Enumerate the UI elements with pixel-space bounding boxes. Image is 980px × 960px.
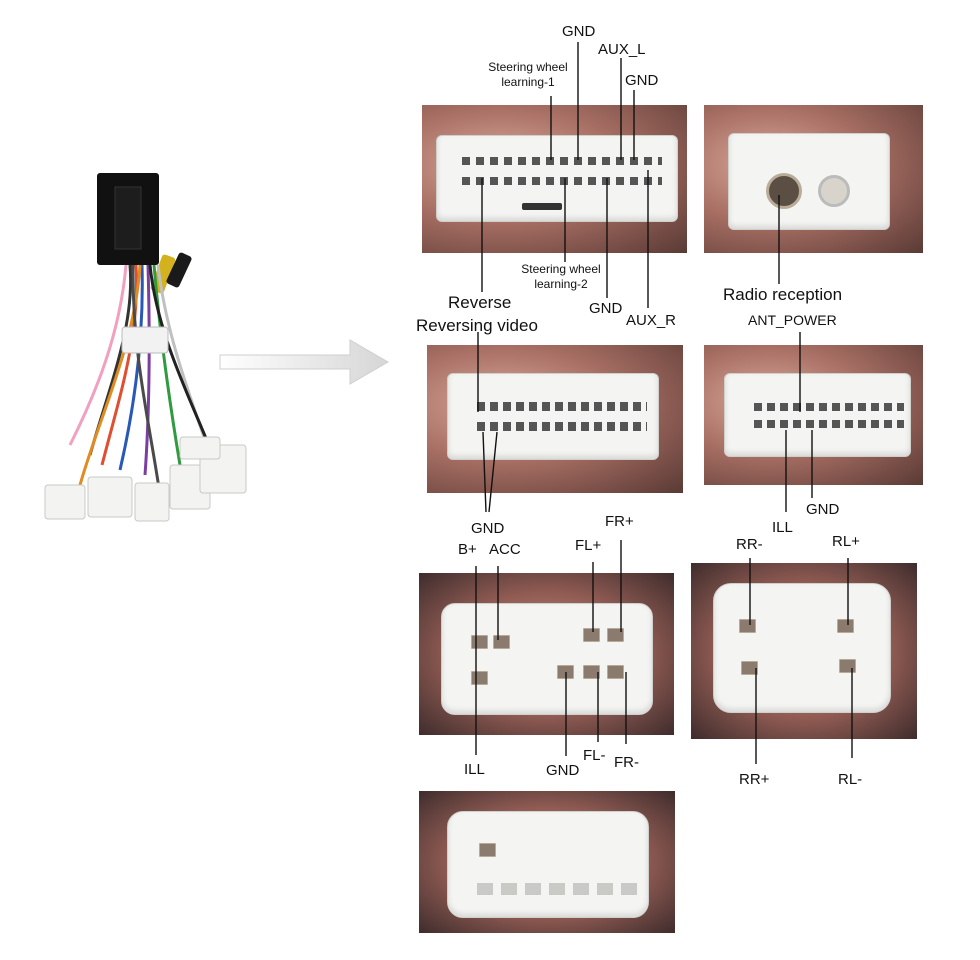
reverse-pin-row-upper — [477, 402, 647, 411]
label-steering-2: Steering wheel learning-2 — [511, 263, 611, 290]
label-rr-plus: RR+ — [739, 771, 770, 788]
label-steering-1: Steering wheel learning-1 — [478, 61, 578, 88]
label-radio-reception: Radio reception — [723, 285, 843, 304]
label-gnd-ant: GND — [806, 501, 840, 518]
wire-bundle — [68, 264, 222, 496]
connector-reverse — [447, 373, 659, 460]
label-steering-2-line1: Steering wheel — [521, 262, 601, 276]
pin-fr-minus — [607, 665, 624, 679]
pin-bottom-1 — [479, 843, 496, 857]
connector-ant — [724, 373, 911, 457]
connector-photo-reverse — [427, 345, 683, 493]
label-reversing-video: Reversing video — [416, 316, 538, 335]
pin-acc — [493, 635, 510, 649]
ant-pin-row-lower — [754, 420, 904, 428]
label-ant-power: ANT_POWER — [748, 312, 837, 328]
label-ill-speaker: ILL — [464, 761, 485, 778]
pin-rl-plus — [837, 619, 854, 633]
label-gnd-reverse: GND — [471, 520, 505, 537]
pin-row-upper — [462, 157, 662, 165]
pin-rr-minus — [739, 619, 756, 633]
harness-label-tag — [121, 326, 169, 354]
label-ill-ant: ILL — [772, 519, 793, 536]
label-aux-r: AUX_R — [626, 312, 677, 329]
ant-pin-row-upper — [754, 403, 904, 411]
harness-connectors — [44, 436, 247, 522]
connector-photo-radio — [704, 105, 923, 253]
label-gnd-top: GND — [562, 23, 596, 40]
harness-image — [40, 165, 250, 530]
label-fl-minus: FL- — [583, 747, 606, 764]
label-steering-1-line1: Steering wheel — [488, 60, 568, 74]
label-rl-minus: RL- — [838, 771, 863, 788]
harness-drawing — [44, 173, 247, 522]
pin-rr-plus — [741, 661, 758, 675]
connector-photo-speaker-rear — [691, 563, 917, 739]
connector-photo-bottom — [419, 791, 675, 933]
radio-socket-1 — [766, 173, 802, 209]
pin-b-plus — [471, 635, 488, 649]
connector-photo-main — [422, 105, 687, 253]
harness-module-face — [114, 186, 142, 250]
label-gnd-top-2: GND — [625, 72, 659, 89]
pin-fr-plus — [607, 628, 624, 642]
label-fr-plus: FR+ — [605, 513, 634, 530]
label-b-plus: B+ — [458, 541, 477, 558]
label-steering-1-line2: learning-1 — [501, 75, 555, 89]
connector-bottom — [447, 811, 649, 918]
pin-ill — [471, 671, 488, 685]
arrow-icon — [219, 339, 389, 385]
connector-speaker-rear — [713, 583, 891, 713]
connector-photo-ant — [704, 345, 923, 485]
reverse-pin-row-lower — [477, 422, 647, 431]
pin-row-lower — [462, 177, 662, 185]
label-fr-minus: FR- — [614, 754, 639, 771]
label-aux-l: AUX_L — [598, 41, 646, 58]
pin-fl-plus — [583, 628, 600, 642]
rca-plug-black — [166, 252, 192, 288]
label-rl-plus: RL+ — [832, 533, 860, 550]
bottom-pin-row — [477, 883, 637, 895]
label-steering-2-line2: learning-2 — [534, 277, 588, 291]
pin-fl-minus — [583, 665, 600, 679]
label-acc: ACC — [489, 541, 521, 558]
connector-main-notch — [522, 203, 562, 210]
label-rr-minus: RR- — [736, 536, 763, 553]
label-gnd-speaker: GND — [546, 762, 580, 779]
label-gnd-mid: GND — [589, 300, 623, 317]
label-reverse: Reverse — [448, 293, 512, 312]
radio-socket-2 — [818, 175, 850, 207]
connector-radio — [728, 133, 890, 230]
label-fl-plus: FL+ — [575, 537, 602, 554]
